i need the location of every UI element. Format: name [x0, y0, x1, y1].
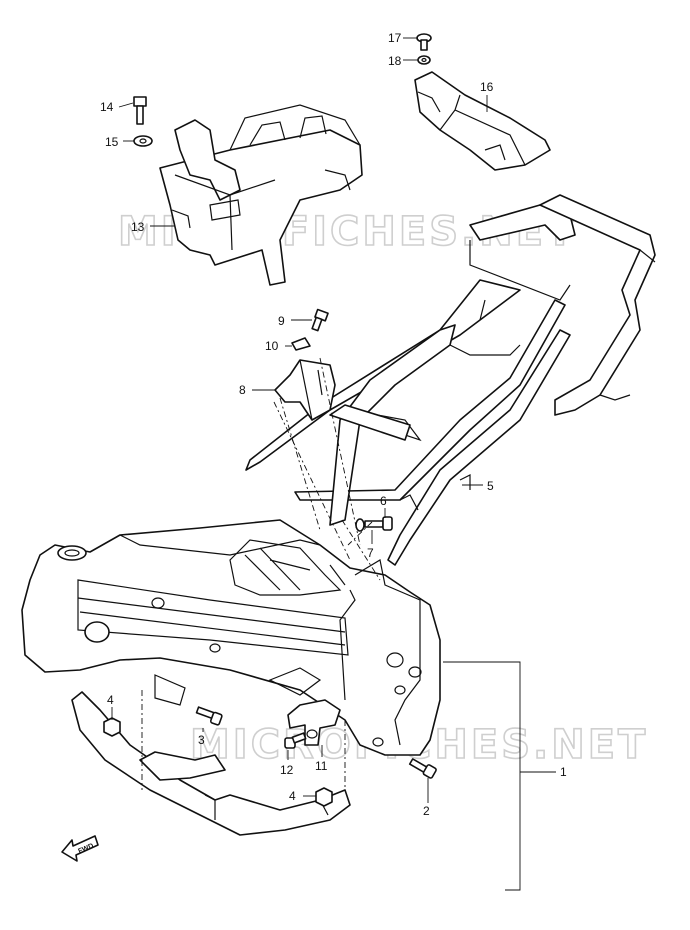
bolt-9: [311, 308, 329, 332]
washer-7: [355, 518, 365, 532]
callout-7: 7: [367, 546, 374, 560]
callout-14: 14: [100, 100, 114, 114]
callout-13: 13: [131, 220, 145, 234]
engine-bracket-11: [287, 699, 341, 746]
callout-17: 17: [388, 31, 402, 45]
bolt-12: [284, 732, 307, 749]
callout-5: 5: [487, 479, 494, 493]
callout-3: 3: [198, 733, 205, 747]
nut-4-lower: [315, 787, 333, 807]
callout-4-left: 4: [107, 693, 114, 707]
lower-cradle: [71, 691, 351, 836]
bolt-2: [408, 758, 437, 779]
rear-seat-rail: [245, 194, 656, 566]
callout-12: 12: [280, 763, 294, 777]
bracket-8: [274, 359, 336, 421]
callout-9: 9: [278, 314, 285, 328]
callout-8: 8: [239, 383, 246, 397]
bolt-6: [364, 516, 393, 531]
battery-holder: [159, 104, 363, 286]
callout-2: 2: [423, 804, 430, 818]
bolt-14: [133, 96, 147, 125]
callout-15: 15: [105, 135, 119, 149]
callout-10: 10: [265, 339, 279, 353]
main-frame: [21, 519, 441, 756]
nut-10: [291, 337, 311, 351]
callout-6: 6: [380, 494, 387, 508]
grommet-18: [417, 55, 431, 65]
callout-11: 11: [315, 759, 328, 773]
callout-16: 16: [480, 80, 494, 94]
forward-direction-indicator: FWD: [61, 835, 99, 862]
callout-1: 1: [560, 765, 567, 779]
callout-4-lower: 4: [289, 789, 296, 803]
nut-4-left: [103, 717, 121, 737]
washer-15: [133, 135, 153, 147]
bracket-16: [414, 71, 551, 171]
screw-17: [416, 33, 432, 51]
callout-18: 18: [388, 54, 402, 68]
bolt-3: [195, 706, 223, 726]
